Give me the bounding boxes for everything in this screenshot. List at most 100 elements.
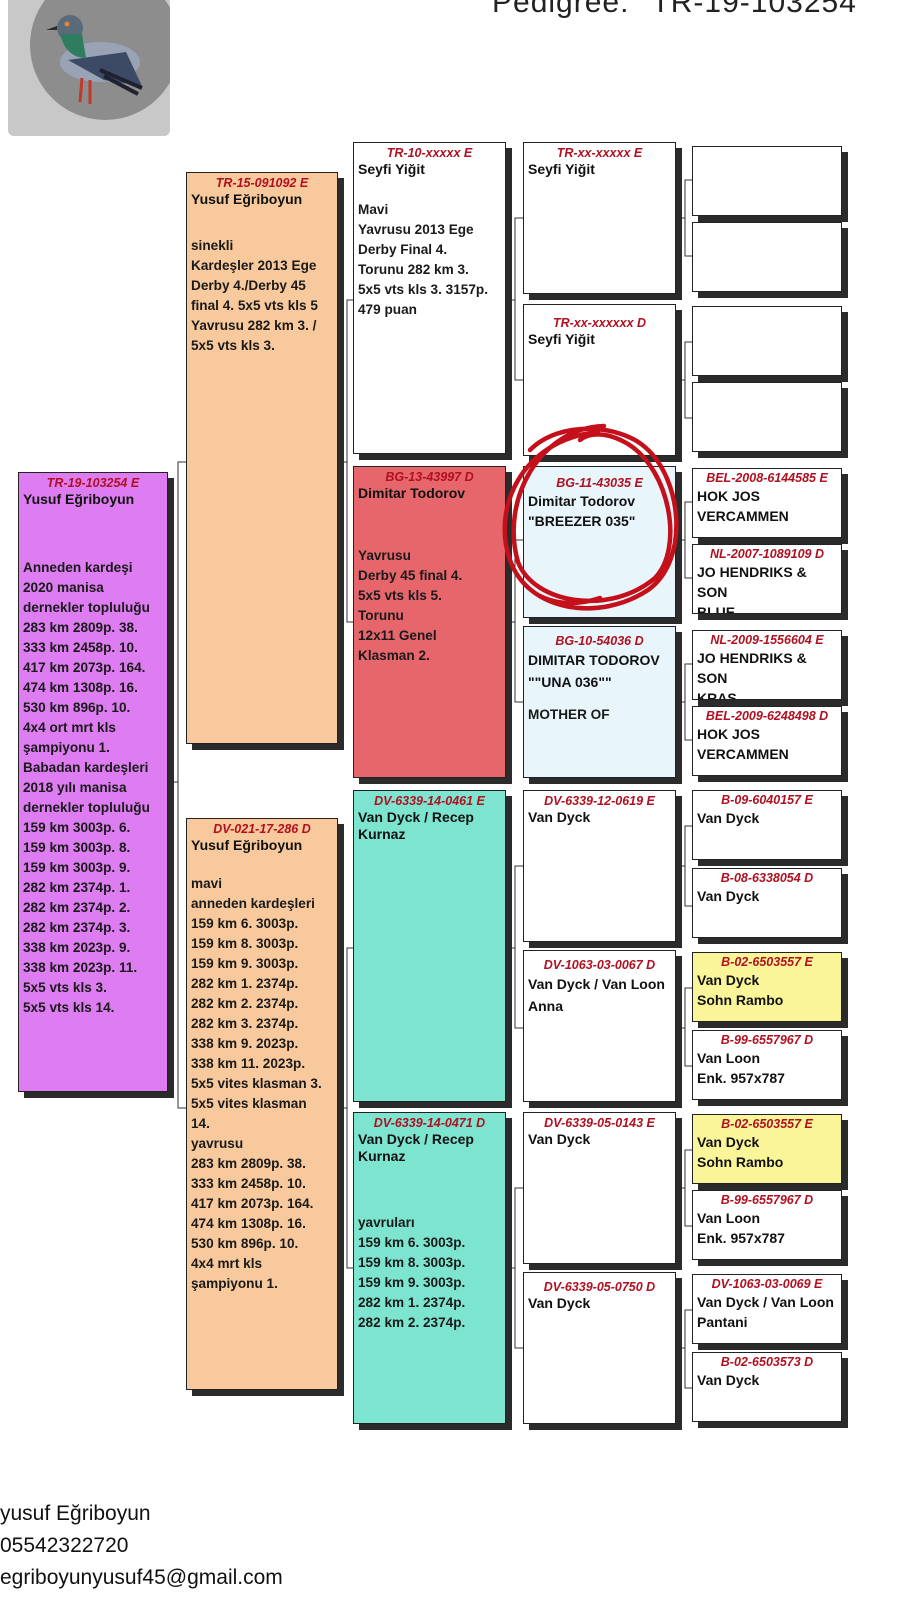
- ancestor-card[interactable]: [692, 146, 842, 216]
- ancestor-card[interactable]: [692, 382, 842, 452]
- ancestor-card[interactable]: B-02-6503557 E Van Dyck Sohn Rambo: [692, 952, 842, 1022]
- page-title: Pedigree: TR-19-103254: [470, 0, 857, 20]
- ancestor-card[interactable]: B-09-6040157 E Van Dyck: [692, 790, 842, 860]
- ring-number: B-02-6503557 E: [721, 955, 813, 969]
- ring-number: B-09-6040157 E: [721, 793, 813, 807]
- ancestor-card[interactable]: BEL-2008-6144585 E HOK JOS VERCAMMEN: [692, 468, 842, 538]
- sire-dam-card[interactable]: BG-13-43997 D Dimitar Todorov Yavrusu De…: [353, 466, 506, 778]
- owner-name: Van Dyck Sohn Rambo: [697, 972, 784, 1008]
- great-grandparent-card[interactable]: DV-6339-05-0750 D Van Dyck: [523, 1272, 676, 1424]
- ring-number: DV-6339-05-0750 D: [543, 1280, 656, 1294]
- owner-name: Van Dyck: [528, 1295, 591, 1311]
- great-grandparent-card[interactable]: BG-10-54036 D DIMITAR TODOROV ""UNA 036"…: [523, 626, 676, 778]
- title-ring: TR-19-103254: [651, 0, 857, 19]
- sire-card[interactable]: TR-15-091092 E Yusuf Eğriboyun sinekli K…: [186, 172, 338, 744]
- ring-number: NL-2009-1556604 E: [710, 633, 824, 647]
- card-notes: sinekli Kardeşler 2013 Ege Derby 4./Derb…: [191, 238, 318, 353]
- owner-name: Van Dyck: [697, 1372, 760, 1388]
- owner-name: Van Dyck: [528, 1131, 591, 1147]
- ring-number: BG-13-43997 D: [385, 470, 474, 484]
- ancestor-card[interactable]: B-99-6557967 D Van Loon Enk. 957x787: [692, 1030, 842, 1100]
- ring-number: BG-11-43035 E: [556, 476, 643, 490]
- ring-number: B-99-6557967 D: [720, 1193, 814, 1207]
- ring-number: B-99-6557967 D: [720, 1033, 814, 1047]
- great-grandparent-card[interactable]: DV-6339-12-0619 E Van Dyck: [523, 790, 676, 942]
- owner-name: Seyfi Yiğit: [358, 161, 425, 177]
- subject-card[interactable]: TR-19-103254 E Yusuf Eğriboyun Anneden k…: [18, 472, 168, 1092]
- owner-name: Van Dyck / Van Loon Anna: [528, 976, 665, 1014]
- great-grandparent-card[interactable]: DV-1063-03-0067 D Van Dyck / Van Loon An…: [523, 950, 676, 1102]
- great-grandparent-card[interactable]: TR-xx-xxxxxx D Seyfi Yiğit: [523, 304, 676, 456]
- pigeon-icon: [46, 15, 143, 104]
- owner-name: Van Loon Enk. 957x787: [697, 1210, 785, 1246]
- owner-name: DIMITAR TODOROV ""UNA 036"": [528, 652, 660, 690]
- ring-number: DV-1063-03-0069 E: [711, 1277, 823, 1291]
- ring-number: TR-19-103254 E: [46, 476, 140, 490]
- great-grandparent-card[interactable]: DV-6339-05-0143 E Van Dyck: [523, 1112, 676, 1264]
- owner-name: Van Dyck Sohn Rambo: [697, 1134, 784, 1170]
- ancestor-card[interactable]: B-02-6503573 D Van Dyck: [692, 1352, 842, 1422]
- owner-name: HOK JOS VERCAMMEN: [697, 726, 789, 762]
- ring-number: BEL-2008-6144585 E: [706, 471, 828, 485]
- ring-number: TR-xx-xxxxx E: [556, 146, 643, 160]
- ancestor-card[interactable]: NL-2007-1089109 D JO HENDRIKS & SON BLUE: [692, 544, 842, 614]
- owner-name: Van Dyck / Van Loon Pantani: [697, 1294, 834, 1330]
- ring-number: TR-xx-xxxxxx D: [552, 316, 647, 330]
- contact-name: yusuf Eğriboyun: [0, 1502, 151, 1525]
- app-logo: [8, 0, 170, 136]
- great-grandparent-card[interactable]: TR-xx-xxxxx E Seyfi Yiğit: [523, 142, 676, 294]
- ring-number: B-02-6503557 E: [721, 1117, 813, 1131]
- owner-name: JO HENDRIKS & SON KRAS: [697, 650, 807, 700]
- ring-number: DV-6339-12-0619 E: [544, 794, 655, 808]
- owner-name: Van Dyck: [697, 810, 760, 826]
- ancestor-card[interactable]: NL-2009-1556604 E JO HENDRIKS & SON KRAS: [692, 630, 842, 700]
- owner-name: Yusuf Eğriboyun: [191, 191, 303, 207]
- card-notes: Anneden kardeşi 2020 manisa dernekler to…: [23, 560, 150, 1015]
- dam-sire-card[interactable]: DV-6339-14-0461 E Van Dyck / Recep Kurna…: [353, 790, 506, 1102]
- title-label: Pedigree:: [492, 0, 630, 19]
- ring-number: TR-15-091092 E: [215, 176, 309, 190]
- contact-footer: yusuf Eğriboyun 05542322720 egriboyunyus…: [0, 1498, 283, 1594]
- owner-name: Van Loon Enk. 957x787: [697, 1050, 785, 1086]
- ring-number: BG-10-54036 D: [555, 634, 644, 648]
- card-notes: yavruları 159 km 6. 3003p. 159 km 8. 300…: [358, 1215, 466, 1330]
- owner-name: Seyfi Yiğit: [528, 331, 595, 347]
- ancestor-card[interactable]: B-99-6557967 D Van Loon Enk. 957x787: [692, 1190, 842, 1260]
- owner-name: Van Dyck / Recep Kurnaz: [358, 1131, 474, 1164]
- ring-number: DV-6339-14-0461 E: [374, 794, 485, 808]
- owner-name: Seyfi Yiğit: [528, 161, 595, 177]
- ring-number: DV-1063-03-0067 D: [543, 958, 656, 972]
- ring-number: DV-6339-05-0143 E: [544, 1116, 655, 1130]
- ring-number: TR-10-xxxxx E: [386, 146, 473, 160]
- owner-name: Van Dyck: [697, 888, 760, 904]
- card-notes: MOTHER OF: [528, 707, 610, 722]
- great-grandparent-card[interactable]: BG-11-43035 E Dimitar Todorov "BREEZER 0…: [523, 466, 676, 618]
- ancestor-card[interactable]: BEL-2009-6248498 D HOK JOS VERCAMMEN: [692, 706, 842, 776]
- ring-number: BEL-2009-6248498 D: [705, 709, 829, 723]
- contact-phone[interactable]: 05542322720: [0, 1534, 129, 1557]
- dam-dam-card[interactable]: DV-6339-14-0471 D Van Dyck / Recep Kurna…: [353, 1112, 506, 1424]
- ring-number: B-08-6338054 D: [720, 871, 814, 885]
- ancestor-card[interactable]: B-08-6338054 D Van Dyck: [692, 868, 842, 938]
- card-notes: Yavrusu Derby 45 final 4. 5x5 vts kls 5.…: [358, 548, 463, 663]
- contact-email[interactable]: egriboyunyusuf45@gmail.com: [0, 1566, 283, 1589]
- dam-card[interactable]: DV-021-17-286 D Yusuf Eğriboyun mavi ann…: [186, 818, 338, 1390]
- ancestor-card[interactable]: DV-1063-03-0069 E Van Dyck / Van Loon Pa…: [692, 1274, 842, 1344]
- card-notes: mavi anneden kardeşleri 159 km 6. 3003p.…: [191, 876, 322, 1291]
- owner-name: Dimitar Todorov "BREEZER 035": [528, 493, 636, 529]
- ring-number: DV-021-17-286 D: [213, 822, 311, 836]
- owner-name: JO HENDRIKS & SON BLUE: [697, 564, 807, 614]
- card-notes: Mavi Yavrusu 2013 Ege Derby Final 4. Tor…: [358, 202, 488, 317]
- owner-name: Van Dyck: [528, 809, 591, 825]
- ancestor-card[interactable]: [692, 306, 842, 376]
- owner-name: Van Dyck / Recep Kurnaz: [358, 809, 474, 842]
- ring-number: NL-2007-1089109 D: [710, 547, 824, 561]
- owner-name: Yusuf Eğriboyun: [191, 837, 303, 853]
- owner-name: HOK JOS VERCAMMEN: [697, 488, 789, 524]
- ancestor-card[interactable]: [692, 222, 842, 292]
- ancestor-card[interactable]: B-02-6503557 E Van Dyck Sohn Rambo: [692, 1114, 842, 1184]
- owner-name: Dimitar Todorov: [358, 485, 466, 501]
- sire-sire-card[interactable]: TR-10-xxxxx E Seyfi Yiğit Mavi Yavrusu 2…: [353, 142, 506, 454]
- ring-number: B-02-6503573 D: [720, 1355, 814, 1369]
